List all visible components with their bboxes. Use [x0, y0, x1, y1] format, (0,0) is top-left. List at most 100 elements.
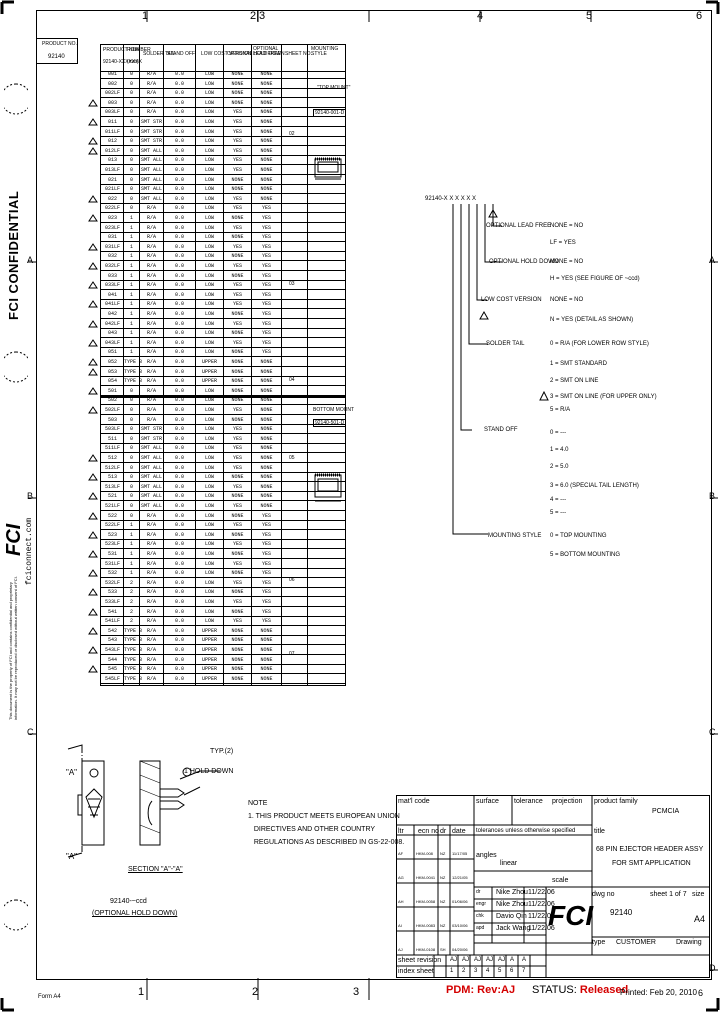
- table-cell: NONE: [260, 445, 273, 452]
- table-cell: YES: [261, 618, 271, 625]
- table-cell: LOW: [204, 589, 214, 596]
- table-cell: SMT ALL: [140, 157, 162, 164]
- table-cell: 0.0: [174, 435, 184, 442]
- table-cell: YES: [261, 531, 271, 538]
- table-cell: 0.0: [174, 301, 184, 308]
- side-disclaimer: This document is the property of FCI and…: [8, 576, 18, 720]
- table-cell: YES: [232, 483, 242, 490]
- table-cell: NONE: [260, 80, 273, 87]
- table-cell: YES: [232, 407, 242, 413]
- table-cell: 033LF: [104, 282, 120, 289]
- table-cell: 031LF: [104, 243, 120, 250]
- table-cell: NONE: [231, 378, 244, 385]
- table-cell: 543: [107, 637, 117, 644]
- table-cell: LOW: [204, 608, 214, 615]
- table-cell: NONE: [231, 608, 244, 615]
- table-cell: 0.0: [174, 359, 184, 365]
- detail-mark-a-bottom: "A": [66, 852, 78, 861]
- revision-triangle-icon: [88, 386, 98, 395]
- approval-role: apd: [476, 925, 485, 931]
- revision-triangle-icon: [88, 194, 98, 203]
- table-cell: YES: [232, 579, 242, 586]
- revision-ecn: HKM-0083: [416, 923, 436, 928]
- revision-triangle-icon: [88, 146, 98, 155]
- table-cell: 0: [129, 426, 133, 433]
- table-cell: YES: [232, 119, 242, 125]
- revision-ecn: HKM-0108: [416, 947, 436, 952]
- table-cell: 0.0: [174, 666, 184, 673]
- table-cell: LOW: [204, 618, 214, 625]
- opt-mounting-v1: 5 = BOTTOM MOUNTING: [550, 552, 621, 558]
- table-cell: NONE: [231, 656, 244, 663]
- table-cell: LOW: [204, 599, 214, 605]
- table-cell: NONE: [260, 455, 273, 461]
- opt-stand-off-v5: 5 = ---: [550, 510, 567, 516]
- table-cell: NONE: [231, 474, 244, 481]
- table-cell: NONE: [260, 397, 273, 404]
- sheet-revision-cell: A: [510, 957, 515, 963]
- revision-date: 03/10/06: [452, 923, 468, 928]
- zone-top-4: 4: [477, 10, 484, 22]
- table-cell: R/A: [146, 253, 156, 260]
- table-cell: NONE: [260, 493, 273, 500]
- table-cell: R/A: [146, 387, 156, 394]
- table-cell: 1: [129, 349, 133, 356]
- table-cell: YES: [232, 167, 242, 173]
- table-cell: SMT ALL: [140, 455, 162, 461]
- table-cell: R/A: [146, 579, 156, 586]
- table-cell: 0.0: [174, 397, 184, 404]
- opt-low-cost-title: LOW COST VERSION: [481, 297, 542, 303]
- detail-typ: TYP.(2): [210, 748, 234, 755]
- revision-triangle-icon: [88, 98, 98, 107]
- table-cell: UPPER: [201, 359, 217, 365]
- table-cell: 1: [129, 253, 133, 260]
- table-cell: YES: [261, 541, 271, 548]
- table-cell: R/A: [146, 416, 156, 423]
- table-cell: 522LF: [104, 522, 120, 529]
- table-cell: R/A: [146, 234, 156, 241]
- revision-date: 11/17/05: [452, 851, 468, 856]
- zone-left-c: C: [27, 727, 34, 737]
- table-cell: NONE: [231, 416, 244, 423]
- table-cell: 1: [129, 531, 133, 538]
- table-cell: TYPE 3: [124, 637, 143, 644]
- table-cell: 541LF: [104, 618, 120, 625]
- table-cell: 541: [107, 608, 117, 615]
- table-cell: YES: [232, 464, 242, 471]
- table-cell: 501: [107, 387, 117, 394]
- table-cell: YES: [261, 608, 271, 615]
- table-cell: 1: [129, 320, 133, 327]
- table-cell: NONE: [260, 483, 273, 490]
- revision-triangle-icon: [88, 588, 98, 596]
- tb-size-label: size: [692, 891, 705, 898]
- table-cell: UPPER: [201, 378, 217, 385]
- table-cell: NONE: [260, 426, 273, 433]
- table-cell: YES: [232, 445, 242, 452]
- table-cell: NONE: [260, 474, 273, 481]
- table-cell: LOW: [204, 119, 214, 125]
- table-cell: YES: [261, 339, 271, 346]
- opt-solder-tail-title: SOLDER TAIL: [486, 341, 525, 347]
- table-cell: 0: [129, 512, 133, 519]
- sheet-ref-04: 04: [289, 377, 295, 383]
- table-cell: 0: [129, 80, 133, 87]
- revision-dr: NZ: [440, 899, 446, 904]
- sheet-ref-05: 05: [289, 455, 295, 461]
- table-cell: 0.0: [174, 128, 184, 135]
- table-cell: NONE: [231, 71, 244, 77]
- table-cell: 0.0: [174, 330, 184, 337]
- revision-ecn: HKM-0041: [416, 875, 436, 880]
- revision-ecn: HKM-008: [416, 851, 433, 856]
- tb-dwg-no-label: dwg no: [592, 891, 615, 898]
- table-cell: 0: [129, 474, 133, 481]
- table-cell: 0.0: [174, 71, 184, 77]
- table-cell: 0.0: [174, 483, 184, 490]
- table-cell: 1: [129, 291, 133, 298]
- table-cell: YES: [232, 263, 242, 269]
- table-cell: NONE: [260, 186, 273, 193]
- table-cell: SMT ALL: [140, 493, 162, 500]
- table-cell: 012: [107, 138, 117, 145]
- table-cell: NONE: [260, 627, 273, 634]
- table-cell: 0: [129, 138, 133, 145]
